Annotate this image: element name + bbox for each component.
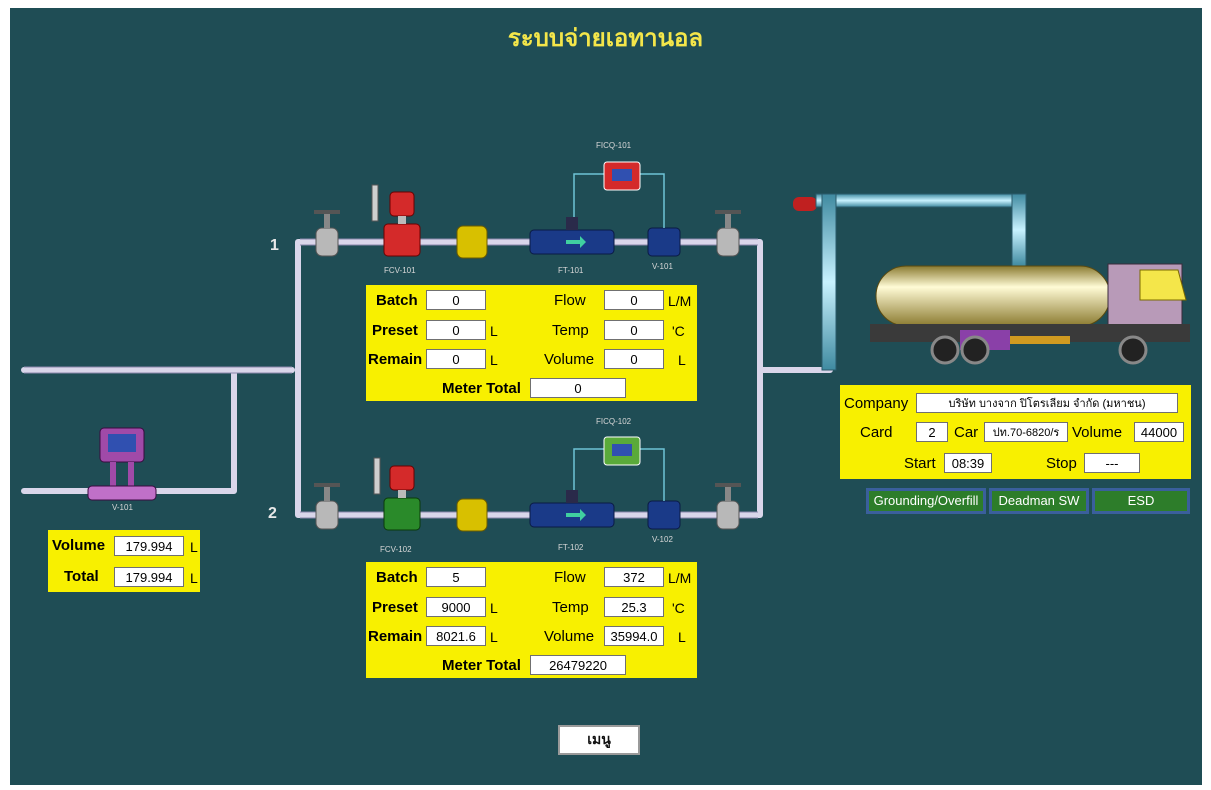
line1-temp-field[interactable]: 0 [604,320,664,340]
inlet-total-unit: L [190,570,198,586]
line2-temp-field[interactable]: 25.3 [604,597,664,617]
line2-remain-unit: L [490,629,498,645]
line1-flow-field[interactable]: 0 [604,290,664,310]
line2-temp-unit: 'C [672,600,685,616]
line1-preset-field[interactable]: 0 [426,320,486,340]
line2-meter-total-field[interactable]: 26479220 [530,655,626,675]
grounding-overfill-indicator: Grounding/Overfill [866,488,986,514]
strainer-1 [456,225,488,259]
line1-remain-unit: L [490,352,498,368]
line2-batch-field[interactable]: 5 [426,567,486,587]
line1-panel: Batch 0 Preset 0 L Remain 0 L Flow 0 L/M… [366,285,697,401]
line1-volume-label: Volume [544,351,595,368]
inlet-volume-unit: L [190,539,198,555]
strainer-2 [456,498,488,532]
truck-volume-field[interactable]: 44000 [1134,422,1184,442]
line1-meter-total-label: Meter Total [442,380,521,397]
line2-volume-field[interactable]: 35994.0 [604,626,664,646]
tag-v-102: V-102 [652,535,673,544]
hand-valve-2a[interactable] [314,483,340,530]
line1-volume-field[interactable]: 0 [604,349,664,369]
inlet-volume-field[interactable]: 179.994 [114,536,184,556]
tag-fcv-102: FCV-102 [380,545,412,554]
line2-flow-unit: L/M [668,570,692,586]
tag-ft-101: FT-101 [558,266,584,275]
line1-remain-field[interactable]: 0 [426,349,486,369]
card-field[interactable]: 2 [916,422,948,442]
inlet-total-field[interactable]: 179.994 [114,567,184,587]
line1-flow-unit: L/M [668,293,692,309]
line1-remain-label: Remain [368,351,423,368]
company-label: Company [844,395,909,412]
deadman-switch-indicator: Deadman SW [989,488,1089,514]
page-title: ระบบจ่ายเอทานอล [507,23,704,52]
line2-flow-field[interactable]: 372 [604,567,664,587]
line1-batch-label: Batch [376,292,418,309]
tag-v-101: V-101 [652,262,673,271]
hand-valve-2b[interactable] [715,483,741,530]
line2-preset-field[interactable]: 9000 [426,597,486,617]
control-valve-fcv-101[interactable] [371,184,421,257]
menu-button[interactable]: เมนู [558,725,640,755]
line1-temp-label: Temp [552,322,589,339]
tag-ficq-101: FICQ-101 [596,141,632,150]
line2-batch-label: Batch [376,569,418,586]
flow-meter-ft-101[interactable] [529,217,615,255]
inlet-volume-label: Volume [52,537,106,554]
tanker-truck [870,263,1190,365]
line2-remain-label: Remain [368,628,423,645]
line-number-1: 1 [270,237,279,254]
line1-preset-unit: L [490,323,498,339]
flow-meter-ft-102[interactable] [529,490,615,528]
start-label: Start [904,455,936,472]
line2-temp-label: Temp [552,599,589,616]
line2-volume-label: Volume [544,628,595,645]
inlet-meter-panel: Volume 179.994 L Total 179.994 L [48,530,200,592]
stop-field[interactable]: --- [1084,453,1140,473]
line-number-2: 2 [268,505,277,522]
line1-volume-unit: L [678,352,686,368]
flow-controller-ficq-102[interactable] [573,436,665,501]
company-field[interactable]: บริษัท บางจาก ปิโตรเลียม จำกัด (มหาชน) [916,393,1178,413]
line1-preset-label: Preset [372,322,418,339]
tag-fcv-101: FCV-101 [384,266,416,275]
truck-volume-label: Volume [1072,424,1123,441]
inlet-meter[interactable] [87,427,157,501]
loading-arm[interactable] [793,193,1027,371]
valve-v-101[interactable] [647,227,681,257]
car-label: Car [954,424,979,441]
tag-ficq-102: FICQ-102 [596,417,632,426]
flow-controller-ficq-101[interactable] [573,161,665,228]
line1-temp-unit: 'C [672,323,685,339]
tag-ft-102: FT-102 [558,543,584,552]
hand-valve-1b[interactable] [715,210,741,257]
start-field[interactable]: 08:39 [944,453,992,473]
line2-remain-field[interactable]: 8021.6 [426,626,486,646]
valve-v-102[interactable] [647,500,681,530]
inlet-total-label: Total [64,568,99,585]
line2-flow-label: Flow [554,569,586,586]
line2-preset-label: Preset [372,599,418,616]
line2-panel: Batch 5 Preset 9000 L Remain 8021.6 L Fl… [366,562,697,678]
esd-indicator: ESD [1092,488,1190,514]
hand-valve-1a[interactable] [314,210,340,257]
truck-info-panel: Company บริษัท บางจาก ปิโตรเลียม จำกัด (… [840,385,1191,479]
line2-preset-unit: L [490,600,498,616]
stop-label: Stop [1046,455,1077,472]
car-field[interactable]: ปท.70-6820/ร [984,422,1068,442]
line2-meter-total-label: Meter Total [442,657,521,674]
card-label: Card [860,424,893,441]
tag-inlet-meter: V-101 [112,503,133,512]
line1-flow-label: Flow [554,292,586,309]
control-valve-fcv-102[interactable] [373,457,421,531]
line1-meter-total-field[interactable]: 0 [530,378,626,398]
line1-batch-field[interactable]: 0 [426,290,486,310]
line2-volume-unit: L [678,629,686,645]
